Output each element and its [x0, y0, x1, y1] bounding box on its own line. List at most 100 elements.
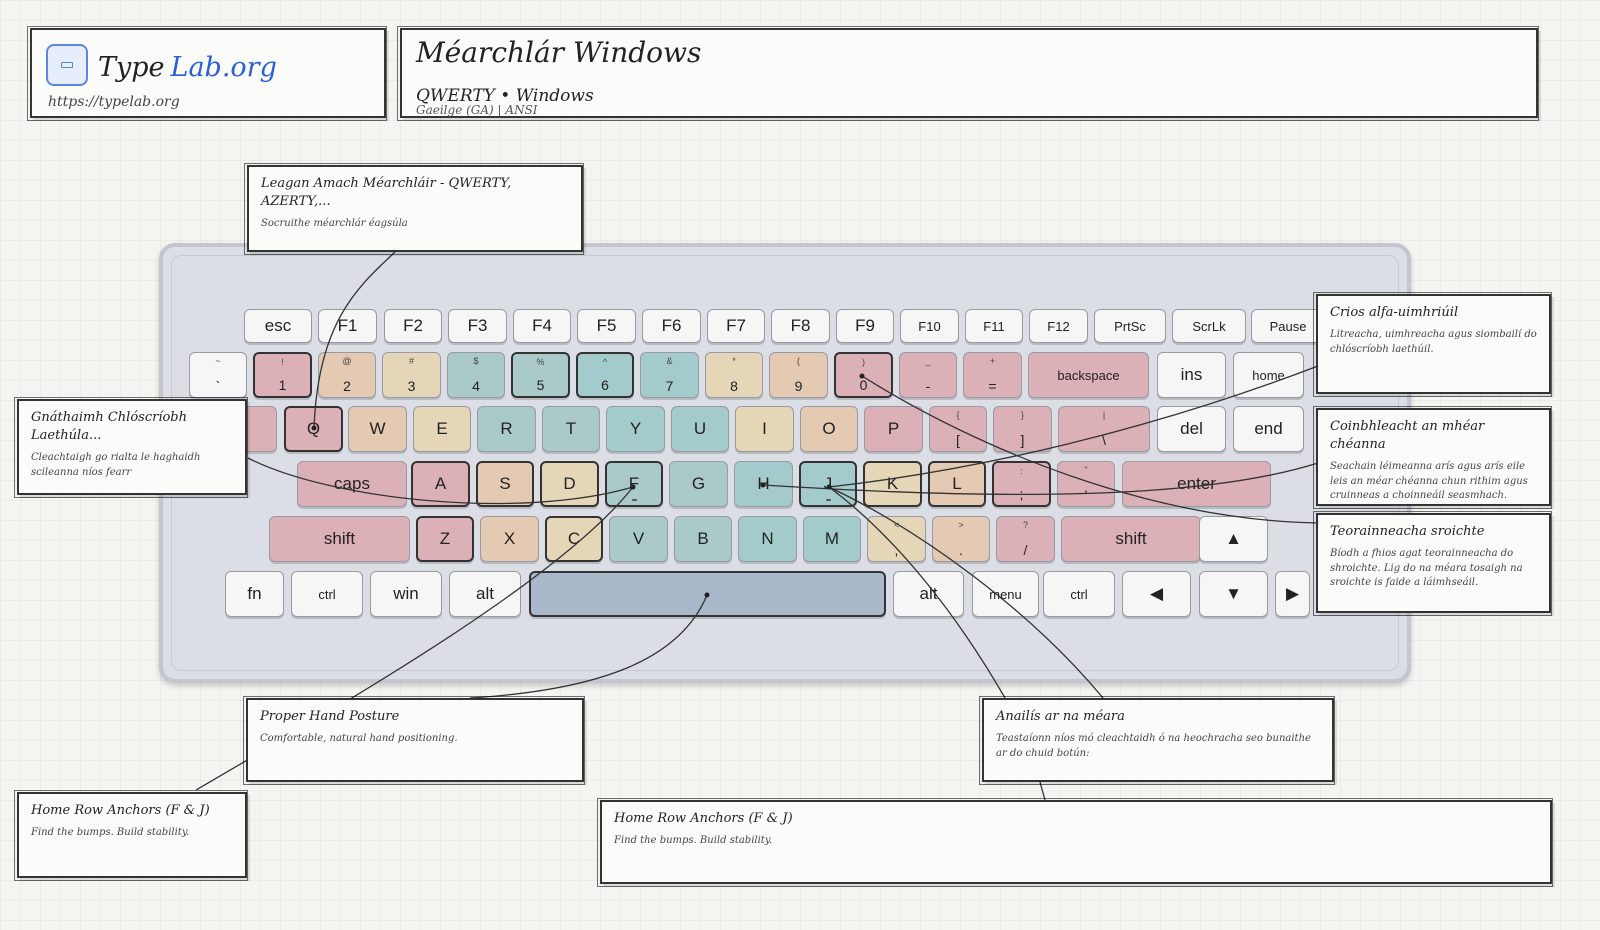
key-rshift[interactable]: shift — [1061, 516, 1201, 562]
key-f[interactable]: F — [605, 461, 663, 507]
key-f9-label: F9 — [855, 316, 875, 335]
key-f12-label: F12 — [1047, 318, 1070, 334]
key-fn[interactable]: fn — [225, 571, 284, 617]
key-u[interactable]: U — [671, 406, 729, 452]
key-comma[interactable]: <, — [867, 516, 926, 562]
key-l[interactable]: L — [928, 461, 986, 507]
key-scrlk[interactable]: ScrLk — [1172, 309, 1246, 343]
key-8[interactable]: *8 — [705, 352, 763, 398]
key-rbracket[interactable]: }] — [993, 406, 1052, 452]
key-3[interactable]: #3 — [382, 352, 441, 398]
key-caps[interactable]: caps — [297, 461, 407, 507]
site-url[interactable]: https://typelab.org — [48, 94, 180, 110]
key-f4[interactable]: F4 — [513, 309, 571, 343]
key-p[interactable]: P — [864, 406, 923, 452]
key-f6[interactable]: F6 — [642, 309, 701, 343]
note-analysis-title: Anailís ar na méara — [996, 709, 1125, 724]
key-f3-label: F3 — [467, 316, 488, 335]
key-pause[interactable]: Pause — [1251, 309, 1325, 343]
key-backslash[interactable]: |\ — [1058, 406, 1150, 452]
key-home[interactable]: home — [1233, 352, 1304, 398]
key-f11[interactable]: F11 — [965, 309, 1023, 343]
key-i[interactable]: I — [735, 406, 794, 452]
key-equal[interactable]: += — [963, 352, 1022, 398]
key-f5-label: F5 — [596, 316, 617, 335]
key-r[interactable]: R — [477, 406, 536, 452]
key-s[interactable]: S — [476, 461, 534, 507]
key-f1[interactable]: F1 — [318, 309, 377, 343]
key-2-label: 2 — [343, 378, 351, 394]
key-e[interactable]: E — [413, 406, 471, 452]
key-del[interactable]: del — [1157, 406, 1226, 452]
key-j[interactable]: J — [799, 461, 857, 507]
key-win[interactable]: win — [370, 571, 442, 617]
key-f5[interactable]: F5 — [577, 309, 636, 343]
key-4[interactable]: $4 — [447, 352, 505, 398]
key-7[interactable]: &7 — [640, 352, 699, 398]
key-rctrl[interactable]: ctrl — [1043, 571, 1115, 617]
key-semicolon[interactable]: :; — [992, 461, 1051, 507]
key-5-shift-label: % — [536, 357, 545, 367]
key-o[interactable]: O — [800, 406, 858, 452]
key-backspace[interactable]: backspace — [1028, 352, 1149, 398]
key-f8[interactable]: F8 — [771, 309, 830, 343]
key-x[interactable]: X — [480, 516, 539, 562]
key-backtick[interactable]: ~` — [189, 352, 247, 398]
key-b[interactable]: B — [674, 516, 732, 562]
key-lctrl[interactable]: ctrl — [291, 571, 363, 617]
key-6[interactable]: ^6 — [576, 352, 634, 398]
key-z[interactable]: Z — [416, 516, 474, 562]
key-c[interactable]: C — [545, 516, 603, 562]
key-9[interactable]: (9 — [769, 352, 828, 398]
key-t[interactable]: T — [542, 406, 600, 452]
key-f10[interactable]: F10 — [900, 309, 959, 343]
key-4-shift-label: $ — [473, 356, 479, 366]
key-lalt[interactable]: alt — [449, 571, 521, 617]
key-left[interactable]: ◀ — [1122, 571, 1191, 617]
key-5[interactable]: %5 — [511, 352, 570, 398]
key-f11-label: F11 — [983, 318, 1005, 334]
note-anchors-bottom-title: Home Row Anchors (F & J) — [614, 811, 793, 826]
key-slash[interactable]: ?/ — [996, 516, 1055, 562]
key-space[interactable] — [529, 571, 886, 617]
key-enter[interactable]: enter — [1122, 461, 1271, 507]
key-lshift[interactable]: shift — [269, 516, 410, 562]
key-h[interactable]: H — [734, 461, 793, 507]
key-f6-label: F6 — [661, 316, 682, 335]
note-habits: Gnáthaimh Chlóscríobh Laethúla... Cleach… — [14, 397, 248, 498]
key-y[interactable]: Y — [606, 406, 665, 452]
key-f7[interactable]: F7 — [707, 309, 765, 343]
key-prtsc[interactable]: PrtSc — [1094, 309, 1166, 343]
key-n[interactable]: N — [738, 516, 797, 562]
key-end[interactable]: end — [1233, 406, 1304, 452]
key-g[interactable]: G — [669, 461, 728, 507]
key-quote[interactable]: "' — [1057, 461, 1115, 507]
key-d[interactable]: D — [540, 461, 599, 507]
key-w[interactable]: W — [348, 406, 407, 452]
key-f12[interactable]: F12 — [1029, 309, 1088, 343]
key-f9[interactable]: F9 — [836, 309, 894, 343]
key-f3[interactable]: F3 — [448, 309, 507, 343]
key-0[interactable]: )0 — [834, 352, 893, 398]
key-ins[interactable]: ins — [1157, 352, 1226, 398]
key-m[interactable]: M — [803, 516, 861, 562]
key-1[interactable]: !1 — [253, 352, 312, 398]
key-a[interactable]: A — [411, 461, 470, 507]
key-right[interactable]: ▶ — [1275, 571, 1310, 617]
key-minus[interactable]: _- — [899, 352, 957, 398]
key-v[interactable]: V — [609, 516, 668, 562]
key-2[interactable]: @2 — [318, 352, 376, 398]
key-period-label: . — [959, 542, 963, 558]
key-esc[interactable]: esc — [244, 309, 312, 343]
key-c-label: C — [567, 529, 581, 548]
key-lbracket[interactable]: {[ — [929, 406, 987, 452]
key-f2[interactable]: F2 — [384, 309, 442, 343]
key-k[interactable]: K — [863, 461, 922, 507]
key-menu[interactable]: menu — [972, 571, 1039, 617]
key-down[interactable]: ▼ — [1199, 571, 1268, 617]
key-period[interactable]: >. — [932, 516, 990, 562]
key-q[interactable]: Q — [284, 406, 343, 452]
key-ralt[interactable]: alt — [893, 571, 964, 617]
key-up[interactable]: ▲ — [1199, 516, 1268, 562]
